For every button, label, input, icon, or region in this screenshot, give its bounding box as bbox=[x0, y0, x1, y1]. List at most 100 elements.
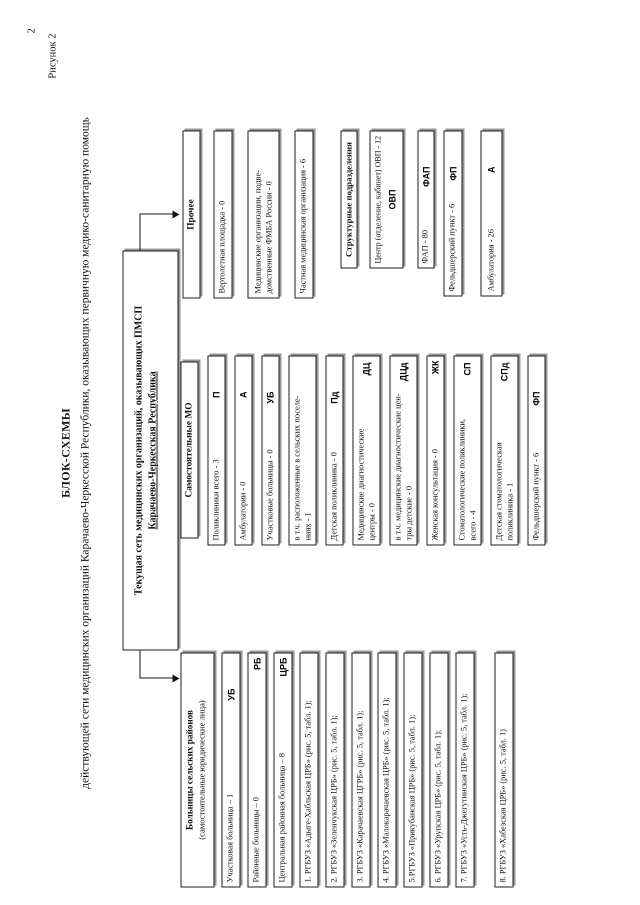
flow-box-text: Медицинские организации, подве-домственн… bbox=[252, 135, 274, 293]
column-header-other: Прочее bbox=[182, 130, 200, 298]
flow-box: Центральная районная больница – 8 ЦРБ bbox=[273, 652, 292, 887]
connector-left-horizontal bbox=[139, 649, 140, 678]
flow-box: 1. РГБУЗ «Адыге-Хабльская ЦРБ» (рис. 5, … bbox=[299, 652, 318, 887]
connector-right-vertical bbox=[139, 213, 173, 214]
root-node-line2: Карачаево-Черкесская Республика bbox=[147, 370, 158, 530]
flow-box: 3. РГБУЗ «Карачаевская ЦГРБ» (рис. 5, та… bbox=[351, 652, 370, 887]
flow-box-text: 1. РГБУЗ «Адыге-Хабльская ЦРБ» (рис. 5, … bbox=[303, 699, 313, 882]
flow-box: 5.РГБУЗ «Прикубанская ЦРБ» (рис. 5, табл… bbox=[403, 652, 422, 887]
flow-box-text: Детская поликлиника - 0 bbox=[328, 451, 338, 540]
flow-box-text: 6. РГБУЗ «Урупская ЦРБ» (рис. 5, табл. 1… bbox=[433, 729, 443, 882]
flow-box-text: Фельдшерский пункт - 6 bbox=[447, 203, 457, 291]
flow-box-text: Женская консультация - 0 bbox=[429, 448, 439, 540]
flow-box-text-line: Центр (отделение, кабинет) ОВП - 12 bbox=[373, 135, 382, 263]
flow-box: 7. РГБУЗ «Усть-Джегутинская ЦРБ» (рис. 5… bbox=[455, 652, 474, 887]
flow-box-text: 3. РГБУЗ «Карачаевская ЦГРБ» (рис. 5, та… bbox=[355, 710, 365, 882]
flow-box-text-line: в т.ч. расположенные в сельских поселе- bbox=[291, 395, 301, 540]
flow-box-text-line: в т.ч. медицинские диагностические цен- bbox=[392, 392, 402, 540]
flow-box: Детская поликлиника - 0 Пд bbox=[325, 355, 343, 545]
flow-box-text: Частная медицинская организация - 6 bbox=[298, 158, 308, 293]
flow-box-text: в т.ч. расположенные в сельских поселе-н… bbox=[291, 360, 313, 540]
column-other: Прочее Вертолетная площадка - 0 Медицинск… bbox=[182, 130, 313, 298]
column-rural-hospitals: Больницы сельских районов (самостоятельн… bbox=[180, 652, 513, 887]
flow-box-text: Центральная районная больница – 8 bbox=[277, 752, 287, 882]
connector-left-arrowhead-icon bbox=[172, 674, 179, 682]
flow-box-text: Поликлиники всего - 3 bbox=[210, 458, 220, 540]
flow-box: Участковые больницы - 0 УБ bbox=[261, 355, 279, 545]
flow-box-text: Стоматологические поликлиники,всего - 4 bbox=[456, 360, 478, 540]
abbreviation-label: УБ bbox=[225, 688, 236, 701]
flow-box-text: 7. РГБУЗ «Усть-Джегутинская ЦРБ» (рис. 5… bbox=[459, 692, 469, 882]
abbreviation-label: Пд bbox=[329, 391, 339, 404]
flow-box-text: Вертолетная площадка - 0 bbox=[217, 200, 227, 293]
flow-box-text-line: Медицинские организации, подве- bbox=[252, 169, 262, 293]
abbreviation-label: А bbox=[486, 166, 496, 173]
abbreviation-label: УБ bbox=[265, 391, 275, 404]
flow-box: Частная медицинская организация - 6 bbox=[294, 130, 313, 298]
abbreviation-label: ОВП bbox=[386, 189, 397, 209]
flow-box-text: Центр (отделение, кабинет) ОВП - 12 bbox=[373, 135, 384, 263]
abbreviation-label: А bbox=[238, 391, 248, 398]
figure-label: Рисунок 2 bbox=[47, 33, 58, 79]
abbreviation-label: СПд bbox=[499, 362, 509, 381]
connector-right-horizontal bbox=[139, 213, 140, 250]
flow-box-text: 2. РГБУЗ «Зеленчукская ЦРБ» (рис. 5, таб… bbox=[329, 714, 339, 882]
column-items-other: Вертолетная площадка - 0 Медицинские орга… bbox=[213, 130, 313, 298]
column-items-structural: Центр (отделение, кабинет) ОВП - 12 ОВП ФА… bbox=[369, 130, 502, 298]
flow-box-text: Районные больницы – 0 bbox=[251, 796, 261, 882]
abbreviation-label: ДЦ bbox=[361, 362, 371, 375]
flow-box: 8. РГБУЗ «Хабезская ЦРБ» (рис. 5, табл. … bbox=[494, 652, 513, 887]
flow-box-text-line: Детская стоматологическая bbox=[493, 442, 503, 540]
column-header-line2: (самостоятельные юридические лица) bbox=[195, 699, 206, 840]
flow-box: Женская консультация - 0 ЖК bbox=[426, 355, 444, 545]
flow-box-text: Фельдшерский пункт - 6 bbox=[530, 452, 540, 540]
flow-box: Фельдшерский пункт - 6 ФП bbox=[527, 355, 545, 545]
abbreviation-label: ЖК bbox=[430, 360, 440, 374]
flow-box: Вертолетная площадка - 0 bbox=[213, 130, 232, 298]
flow-box: 4. РГБУЗ «Малокарачаевская ЦРБ» (рис. 5,… bbox=[377, 652, 396, 887]
column-header-rural-hospitals: Больницы сельских районов (самостоятельн… bbox=[180, 652, 214, 887]
abbreviation-label: ФП bbox=[531, 391, 541, 406]
flow-box: Районные больницы – 0 РБ bbox=[247, 652, 266, 887]
diagram-title: БЛОК-СХЕМЫ bbox=[58, 407, 72, 498]
flow-box: в т.ч. медицинские диагностические цен-т… bbox=[389, 355, 417, 545]
abbreviation-label: ДЦд bbox=[398, 362, 408, 381]
flow-box: в т.ч. расположенные в сельских поселе-н… bbox=[288, 355, 316, 545]
column-header-line1: Больницы сельских районов bbox=[184, 709, 194, 830]
diagram-subtitle: действующей сети медицинских организаций… bbox=[79, 116, 91, 789]
abbreviation-label: ФАП bbox=[420, 166, 431, 187]
connector-left-vertical bbox=[139, 677, 173, 678]
flow-box: Медицинские организации, подве-домственн… bbox=[247, 130, 279, 298]
column-header-independent-mo: Самостоятельные МО bbox=[180, 361, 198, 538]
flow-box-text-line: ниях - 1 bbox=[303, 511, 312, 540]
column-independent-mo: Самостоятельные МО Поликлиники всего - 3… bbox=[180, 355, 545, 545]
flow-box-text: Участковые больницы - 0 bbox=[264, 448, 274, 540]
abbreviation-label: СП bbox=[462, 362, 472, 375]
flow-box-text: 4. РГБУЗ «Малокарачаевская ЦРБ» (рис. 5,… bbox=[381, 696, 391, 882]
root-node-line1: Текущая сеть медицинских организаций, ок… bbox=[133, 305, 144, 595]
flow-box: 6. РГБУЗ «Урупская ЦРБ» (рис. 5, табл. 1… bbox=[429, 652, 448, 887]
flow-box: Центр (отделение, кабинет) ОВП - 12 ОВП bbox=[369, 130, 403, 268]
flow-box-text-line: Медицинские диагностические bbox=[355, 428, 365, 540]
page-number: 2 bbox=[26, 27, 37, 33]
flow-box-text: ФАП - 80 bbox=[420, 229, 430, 263]
abbreviation-label: РБ bbox=[251, 657, 262, 670]
abbreviation-label: ЦРБ bbox=[277, 657, 288, 677]
connector-right-arrowhead-icon bbox=[172, 210, 179, 218]
flow-box: 2. РГБУЗ «Зеленчукская ЦРБ» (рис. 5, таб… bbox=[325, 652, 344, 887]
flow-box-text: 8. РГБУЗ «Хабезская ЦРБ» (рис. 5, табл. … bbox=[498, 728, 508, 882]
flow-box-text-line: центры - 0 bbox=[367, 502, 376, 540]
